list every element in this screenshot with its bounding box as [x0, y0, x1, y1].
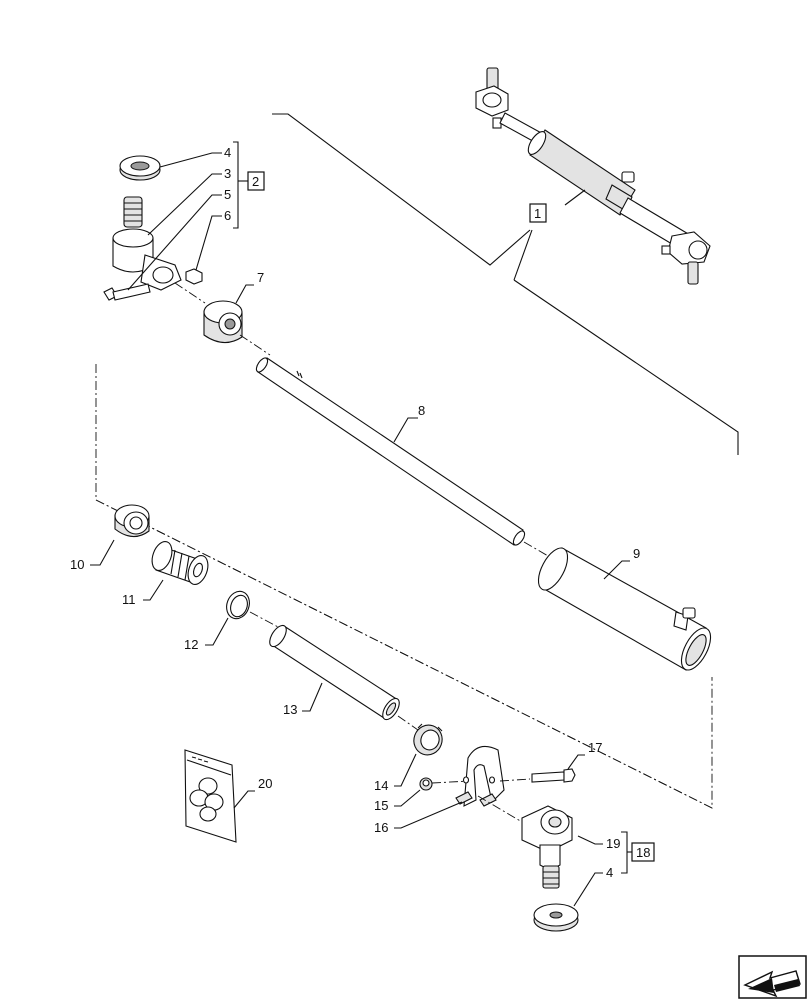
- next-page-arrow-icon[interactable]: [738, 955, 807, 999]
- part-10: [114, 504, 150, 538]
- part-17: [531, 768, 576, 783]
- callout-6: 6: [224, 208, 231, 223]
- callout-12: 12: [184, 637, 198, 652]
- callout-16: 16: [374, 820, 388, 835]
- callout-2: 2: [252, 174, 259, 189]
- callout-20: 20: [258, 776, 272, 791]
- callout-15: 15: [374, 798, 388, 813]
- part-11: [151, 541, 209, 585]
- callout-10: 10: [70, 557, 84, 572]
- callout-1: 1: [534, 206, 541, 221]
- part-4-lower: [533, 903, 579, 932]
- callout-13: 13: [283, 702, 297, 717]
- part-13: [269, 624, 400, 721]
- callout-box-2: [247, 171, 265, 191]
- part-16: [455, 745, 505, 807]
- callout-19: 19: [606, 836, 620, 851]
- cylinder-assembly-overview: [475, 67, 711, 285]
- callout-box-1: [529, 203, 547, 223]
- callout-4-bottom: 4: [606, 865, 613, 880]
- rod-end-group: [103, 155, 203, 301]
- callout-11: 11: [122, 592, 136, 607]
- callout-box-18: [631, 842, 655, 862]
- callout-18: 18: [636, 845, 650, 860]
- callout-8: 8: [418, 403, 425, 418]
- part-9: [537, 547, 712, 671]
- part-20-seal-kit: [184, 749, 237, 843]
- callout-7: 7: [257, 270, 264, 285]
- callout-4-top: 4: [224, 145, 231, 160]
- part-14: [413, 723, 443, 756]
- callout-9: 9: [633, 546, 640, 561]
- part-8: [255, 357, 526, 546]
- callout-17: 17: [588, 740, 602, 755]
- part-7: [203, 300, 243, 344]
- callout-14: 14: [374, 778, 388, 793]
- part-12: [226, 590, 250, 620]
- callout-3: 3: [224, 166, 231, 181]
- part-15: [419, 777, 433, 791]
- callout-5: 5: [224, 187, 231, 202]
- part-19: [521, 805, 573, 889]
